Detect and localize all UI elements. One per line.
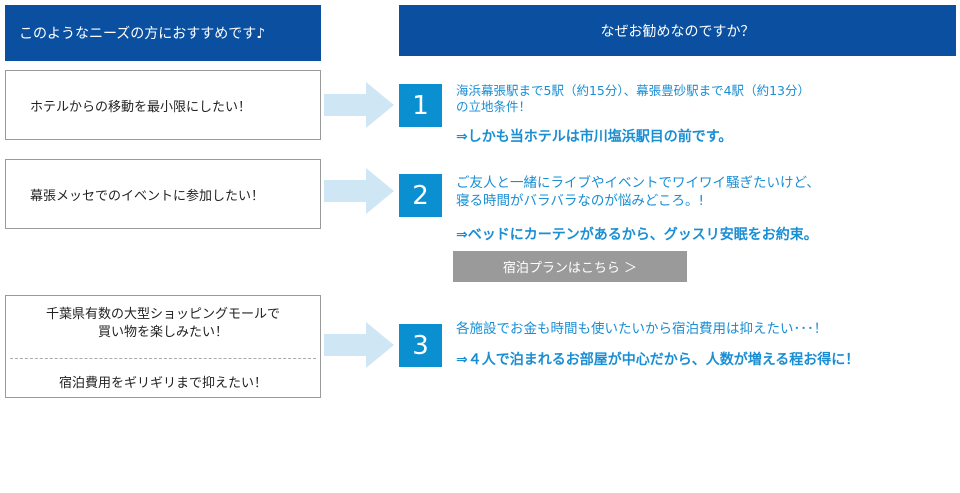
reason-1-line2: の立地条件！ (456, 99, 532, 114)
reason-1-line1: 海浜幕張駅まで5駅（約15分）、幕張豊砂駅まで4駅（約13分） (456, 83, 810, 98)
reason-2-line1: ご友人と一緒にライブやイベントでワイワイ騒ぎたいけど、 (456, 175, 820, 191)
reason-number-3: 3 (399, 324, 442, 367)
need-text-3c: 宿泊費用をギリギリまで抑えたい！ (58, 376, 267, 391)
needs-header: このようなニーズの方におすすめです♪ (5, 5, 321, 61)
reason-text-3: 各施設でお金も時間も使いたいから宿泊費用は抑えたい･･･！ (456, 321, 828, 337)
reason-highlight-3: ⇒４人で泊まれるお部屋が中心だから、人数が増える程お得に！ (456, 352, 860, 368)
need-text-3b: 買い物を楽しみたい！ (97, 325, 228, 340)
reasons-header: なぜお勧めなのですか？ (399, 5, 956, 56)
reason-2-line2: 寝る時間がバラバラなのが悩みどころ。! (456, 193, 704, 209)
plan-button[interactable]: 宿泊プランはこちら ＞ (453, 251, 687, 282)
arrow-right-icon (324, 82, 394, 128)
need-text-1: ホテルからの移動を最小限にしたい！ (30, 99, 252, 115)
need-box-2: 幕張メッセでのイベントに参加したい！ (5, 159, 321, 229)
arrow-right-icon (324, 322, 394, 368)
needs-header-text: このようなニーズの方におすすめです♪ (19, 26, 266, 42)
reason-text-2: ご友人と一緒にライブやイベントでワイワイ騒ぎたいけど、 寝る時間がバラバラなのが… (456, 174, 820, 210)
reason-highlight-1: ⇒しかも当ホテルは市川塩浜駅目の前です。 (456, 129, 733, 145)
need-box-1: ホテルからの移動を最小限にしたい！ (5, 70, 321, 140)
reason-text-1: 海浜幕張駅まで5駅（約15分）、幕張豊砂駅まで4駅（約13分） の立地条件！ (456, 83, 810, 115)
reason-highlight-2: ⇒ベッドにカーテンがあるから、グッスリ安眠をお約束。 (456, 227, 818, 243)
dashed-divider (10, 358, 316, 359)
need-box-3: 千葉県有数の大型ショッピングモールで 買い物を楽しみたい！ 宿泊費用をギリギリま… (5, 295, 321, 398)
need-text-3a: 千葉県有数の大型ショッピングモールで (45, 307, 280, 322)
reason-number-1: 1 (399, 84, 442, 127)
arrow-right-icon (324, 168, 394, 214)
need-text-2: 幕張メッセでのイベントに参加したい！ (30, 188, 265, 204)
reason-number-2: 2 (399, 174, 442, 217)
reasons-header-text: なぜお勧めなのですか？ (600, 23, 755, 40)
